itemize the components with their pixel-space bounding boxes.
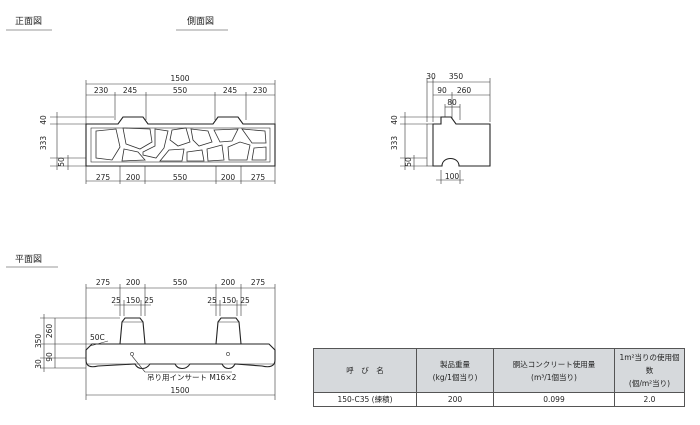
spec-header: 胴込コンクリート使用量 (m³/1個当り)	[493, 348, 615, 393]
tenon-dim: 25	[144, 296, 154, 305]
tenon-dim: 25	[240, 296, 250, 305]
stone	[251, 146, 267, 161]
front-face-frame	[90, 127, 271, 163]
insert-note: 吊り用インサート M16×2	[147, 373, 237, 382]
front-top-dim: 245	[123, 86, 138, 95]
side-part-dim: 260	[457, 86, 472, 95]
stone	[190, 128, 213, 147]
spec-table: 呼 び 名 製品重量 (kg/1個当り) 胴込コンクリート使用量 (m³/1個当…	[313, 348, 685, 407]
tenon-dim: 25	[111, 296, 121, 305]
stone	[169, 127, 191, 147]
front-left-dim: 40	[39, 115, 48, 125]
front-total-label: 1500	[170, 74, 189, 83]
spec-cell: 200	[416, 392, 494, 407]
front-bottom-dim: 275	[251, 173, 266, 182]
chamfer-label: 50C	[90, 333, 105, 342]
tenon-dim: 150	[222, 296, 237, 305]
spec-cell: 2.0	[614, 392, 685, 407]
stone	[241, 128, 267, 144]
side-part-dim: 90	[437, 86, 447, 95]
spec-table-row: 150-C35 (練積) 200 0.099 2.0	[313, 392, 685, 407]
plan-base-outline	[85, 343, 276, 370]
front-left-dim: 333	[39, 136, 48, 151]
side-top-dim: 30	[426, 72, 436, 81]
front-left-dim: 50	[57, 157, 66, 167]
plan-view: 275 200 550 200 275 25 150 25 25 150 25 …	[34, 278, 276, 400]
plan-left-dim: 350	[34, 334, 43, 349]
spec-header: 呼 び 名	[313, 348, 417, 393]
plan-top-dim: 275	[251, 278, 266, 287]
spec-cell: 0.099	[493, 392, 615, 407]
plan-left-dim: 30	[34, 359, 43, 369]
front-top-dim: 230	[94, 86, 109, 95]
front-top-dim: 230	[253, 86, 268, 95]
front-bottom-dim: 200	[221, 173, 236, 182]
plan-top-dim: 200	[221, 278, 236, 287]
side-bottom-dim: 100	[445, 172, 460, 181]
side-block-outline	[432, 116, 491, 167]
tenon-dim: 150	[126, 296, 141, 305]
side-left-dim: 333	[390, 136, 399, 151]
stone	[159, 148, 185, 162]
side-left-dim: 40	[390, 115, 399, 125]
insert-hole	[226, 352, 230, 356]
front-bottom-dim: 275	[96, 173, 111, 182]
plan-total-dim: 1500	[170, 386, 189, 395]
front-view-title: 正面図	[15, 16, 42, 27]
stone	[142, 128, 169, 159]
front-top-dim: 550	[173, 86, 188, 95]
stone	[121, 148, 146, 162]
spec-cell: 150-C35 (練積)	[313, 392, 417, 407]
tenon-dim: 25	[207, 296, 217, 305]
front-bottom-dim: 550	[173, 173, 188, 182]
plan-view-title: 平面図	[15, 254, 42, 265]
side-face-layer	[426, 123, 434, 167]
stone	[227, 141, 251, 161]
side-top-dim: 350	[449, 72, 464, 81]
plan-left-dim: 260	[45, 324, 54, 339]
spec-header: 1m²当りの使用個数 (個/m²当り)	[614, 348, 685, 393]
plan-top-dim: 275	[96, 278, 111, 287]
insert-hole	[130, 352, 134, 356]
plan-left-dim: 90	[45, 352, 54, 362]
stone	[186, 149, 205, 162]
front-view: 1500 230 245 550 245 230 275 200 550 200…	[39, 74, 276, 184]
side-inner-dim: 80	[447, 98, 457, 107]
front-bottom-dim: 200	[126, 173, 141, 182]
spec-header: 製品重量 (kg/1個当り)	[416, 348, 494, 393]
side-view: 30 350 90 260 80 40 333 50 100	[390, 72, 491, 184]
stone	[122, 127, 153, 150]
plan-top-dim: 550	[173, 278, 188, 287]
stone	[206, 144, 225, 162]
side-left-dim: 50	[404, 157, 413, 167]
stone	[213, 128, 239, 143]
front-top-dim: 245	[223, 86, 238, 95]
plan-top-dim: 200	[126, 278, 141, 287]
side-view-title: 側面図	[187, 15, 214, 27]
stone	[95, 128, 121, 161]
spec-table-header-row: 呼 び 名 製品重量 (kg/1個当り) 胴込コンクリート使用量 (m³/1個当…	[313, 348, 685, 393]
